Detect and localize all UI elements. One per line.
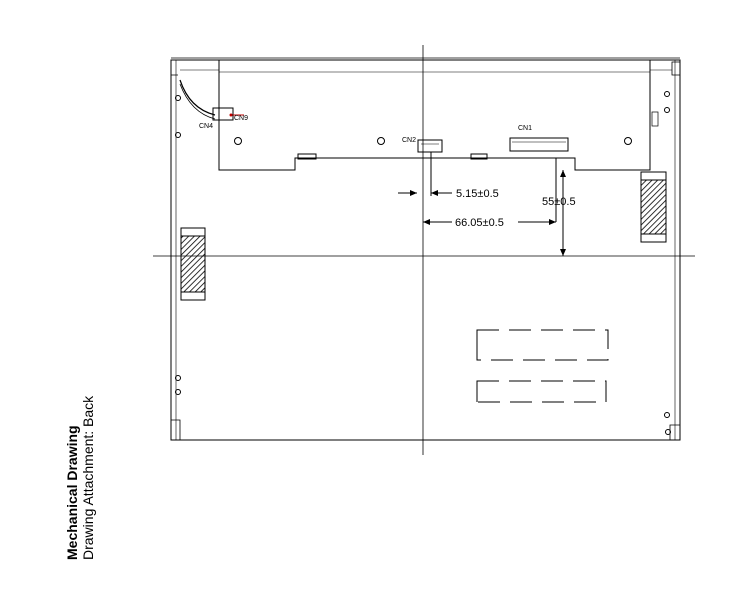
label-cn4: CN4: [199, 123, 213, 130]
dimension-66-05: 66.05±0.5: [455, 217, 504, 229]
side-caption: Mechanical Drawing Drawing Attachment: B…: [64, 396, 96, 560]
connector-cn9: [212, 107, 234, 121]
connector-cn2: [417, 139, 443, 153]
caption-title: Mechanical Drawing: [64, 425, 80, 560]
label-cn2: CN2: [402, 137, 416, 144]
panel-outline: [170, 59, 681, 441]
label-cn9: CN9: [234, 115, 248, 122]
hatched-block-right: [640, 171, 667, 243]
dimension-5-15: 5.15±0.5: [456, 188, 499, 200]
label-area-2: [476, 380, 607, 403]
connector-cn1: [509, 137, 569, 152]
label-area-1: [476, 329, 609, 361]
hatched-block-left: [180, 227, 206, 301]
label-cn1: CN1: [518, 125, 532, 132]
pcb-board: [218, 60, 651, 171]
caption-subtitle: Drawing Attachment: Back: [80, 395, 96, 560]
inverter-cable: [179, 79, 216, 116]
dimension-55: 55±0.5: [542, 196, 576, 208]
